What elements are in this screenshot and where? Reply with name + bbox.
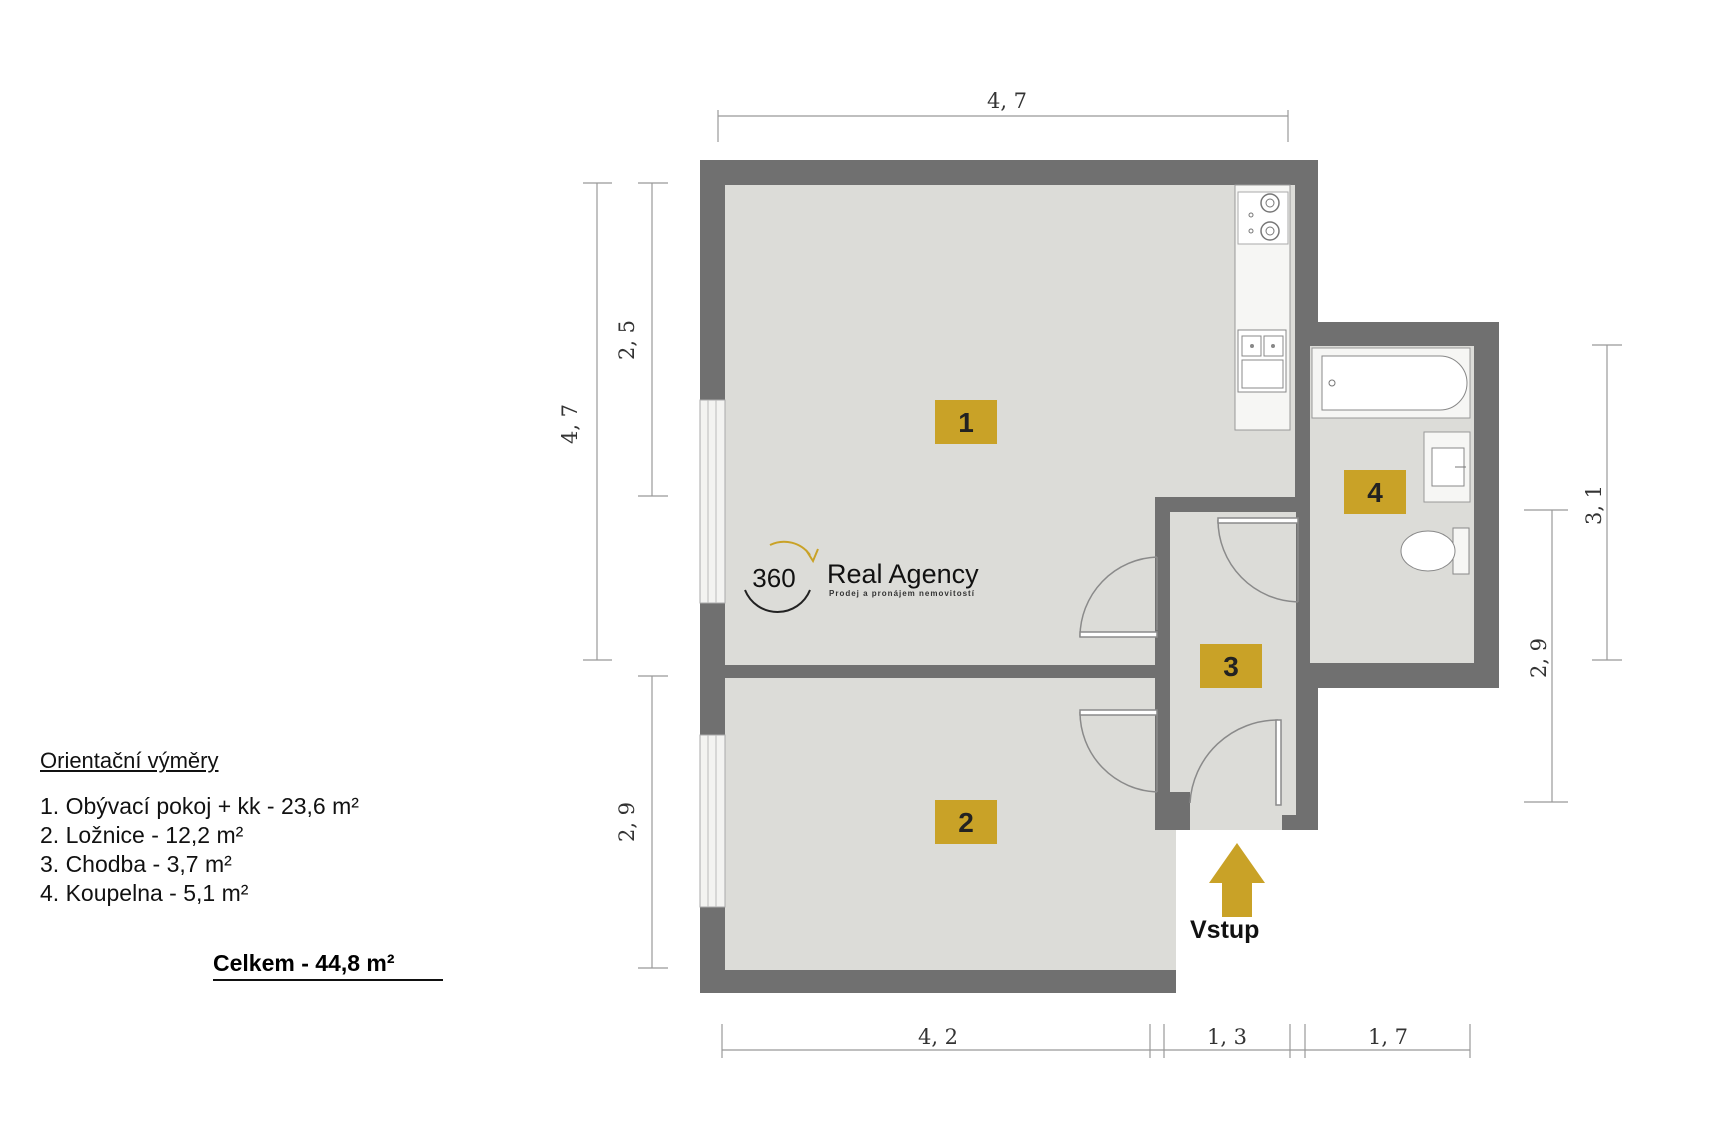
room-badge-3: 3 xyxy=(1200,644,1262,688)
legend-item-1: 1. Obývací pokoj + kk - 23,6 m² xyxy=(40,793,359,819)
legend-item-2: 2. Ložnice - 12,2 m² xyxy=(40,822,244,848)
room-number-4: 4 xyxy=(1367,477,1383,508)
windows xyxy=(699,399,726,908)
agency-logo: 360 Real Agency Prodej a pronájem nemovi… xyxy=(744,540,979,613)
dim-left-upper-height: 2, 5 xyxy=(615,320,639,360)
legend-item-4: 4. Koupelna - 5,1 m² xyxy=(40,880,249,906)
toilet xyxy=(1400,527,1470,575)
room-number-2: 2 xyxy=(958,807,974,838)
interior-walls xyxy=(725,322,1486,830)
dim-left-lower-height: 2, 9 xyxy=(615,802,639,842)
logo-tagline: Prodej a pronájem nemovitostí xyxy=(829,589,975,598)
dim-top-width: 4, 7 xyxy=(987,89,1027,113)
bathtub xyxy=(1311,347,1471,419)
entrance-label: Vstup xyxy=(1190,916,1260,944)
entrance-arrow-icon xyxy=(1209,843,1265,917)
logo-number: 360 xyxy=(752,563,795,593)
room-badge-4: 4 xyxy=(1344,470,1406,514)
kitchen-counter xyxy=(1234,184,1291,431)
dim-bottom-left-width: 4, 2 xyxy=(918,1025,958,1049)
logo-agency-name: Real Agency xyxy=(827,559,979,589)
dim-bottom-right-width: 1, 7 xyxy=(1368,1025,1408,1049)
room-number-3: 3 xyxy=(1223,651,1239,682)
dim-bottom-mid-width: 1, 3 xyxy=(1207,1025,1247,1049)
doors xyxy=(1079,517,1299,806)
room-number-1: 1 xyxy=(958,407,974,438)
area-legend: Orientační výměry 1. Obývací pokoj + kk … xyxy=(40,748,359,908)
room-badge-1: 1 xyxy=(935,400,997,444)
room-badge-2: 2 xyxy=(935,800,997,844)
legend-title: Orientační výměry xyxy=(40,748,219,773)
dimension-lines xyxy=(583,110,1622,1058)
legend-item-3: 3. Chodba - 3,7 m² xyxy=(40,851,232,877)
legend-total: Celkem - 44,8 m² xyxy=(213,950,443,981)
dim-right-lower-height: 2, 9 xyxy=(1527,638,1551,678)
dim-right-bath-height: 3, 1 xyxy=(1582,485,1606,525)
washbasin xyxy=(1423,431,1471,503)
dim-left-total-height: 4, 7 xyxy=(558,404,582,444)
